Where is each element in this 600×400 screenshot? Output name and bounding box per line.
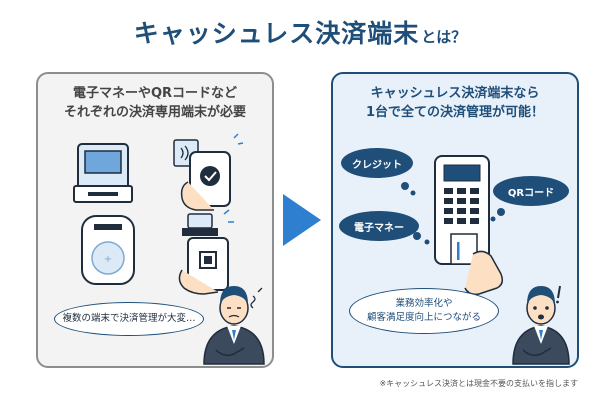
- left-heading-line1: 電子マネーやQRコードなど: [72, 86, 238, 101]
- left-heading: 電子マネーやQRコードなど それぞれの決済専用端末が必要: [38, 84, 272, 122]
- bubble-credit: クレジット: [341, 148, 413, 178]
- left-heading-line2: それぞれの決済専用端末が必要: [63, 105, 246, 120]
- smartphone-qr-scan-icon: [178, 209, 234, 295]
- smartphone-tap-pay-icon: [173, 133, 244, 211]
- card-payment-terminal-icon: [434, 155, 504, 296]
- right-panel: キャッシュレス決済端末なら 1台で全ての決済管理が可能！: [331, 72, 579, 368]
- footnote: ※キャッシュレス決済とは現金不要の支払いを指します: [379, 379, 578, 388]
- right-speech-line1: 業務効率化や: [395, 298, 453, 309]
- bubble-qr-code: QRコード: [493, 176, 569, 206]
- bubble-emoney-label: 電子マネー: [354, 222, 404, 234]
- right-arrow-icon: [283, 194, 321, 246]
- title-main: キャッシュレス決済端末: [133, 19, 420, 48]
- bubble-qr-label: QRコード: [507, 187, 555, 199]
- contactless-reader-icon: +: [81, 215, 135, 285]
- svg-text:+: +: [104, 254, 112, 265]
- left-speech-oval: 複数の端末で決済管理が大変…: [54, 302, 204, 336]
- left-illustrations: +: [73, 133, 265, 365]
- right-heading-line2: 1台で全ての決済管理が可能！: [365, 105, 545, 120]
- bubble-tails: [401, 182, 505, 245]
- bubble-credit-label: クレジット: [352, 159, 402, 171]
- surprised-businessman-icon: [512, 285, 570, 365]
- page-title: キャッシュレス決済端末とは？: [0, 14, 600, 50]
- right-speech-oval: 業務効率化や 顧客満足度向上につながる: [349, 288, 499, 334]
- left-panel: 電子マネーやQRコードなど それぞれの決済専用端末が必要 +: [36, 72, 274, 368]
- atm-terminal-icon: [73, 143, 133, 203]
- left-speech-text: 複数の端末で決済管理が大変…: [62, 313, 196, 324]
- title-sub: とは？: [421, 28, 467, 46]
- right-heading-line1: キャッシュレス決済端末なら: [370, 86, 540, 101]
- right-heading: キャッシュレス決済端末なら 1台で全ての決済管理が可能！: [333, 84, 577, 122]
- right-speech-line2: 顧客満足度向上につながる: [366, 312, 481, 323]
- worried-businessman-icon: [203, 286, 265, 365]
- bubble-e-money: 電子マネー: [339, 211, 419, 241]
- right-illustrations: [401, 155, 570, 365]
